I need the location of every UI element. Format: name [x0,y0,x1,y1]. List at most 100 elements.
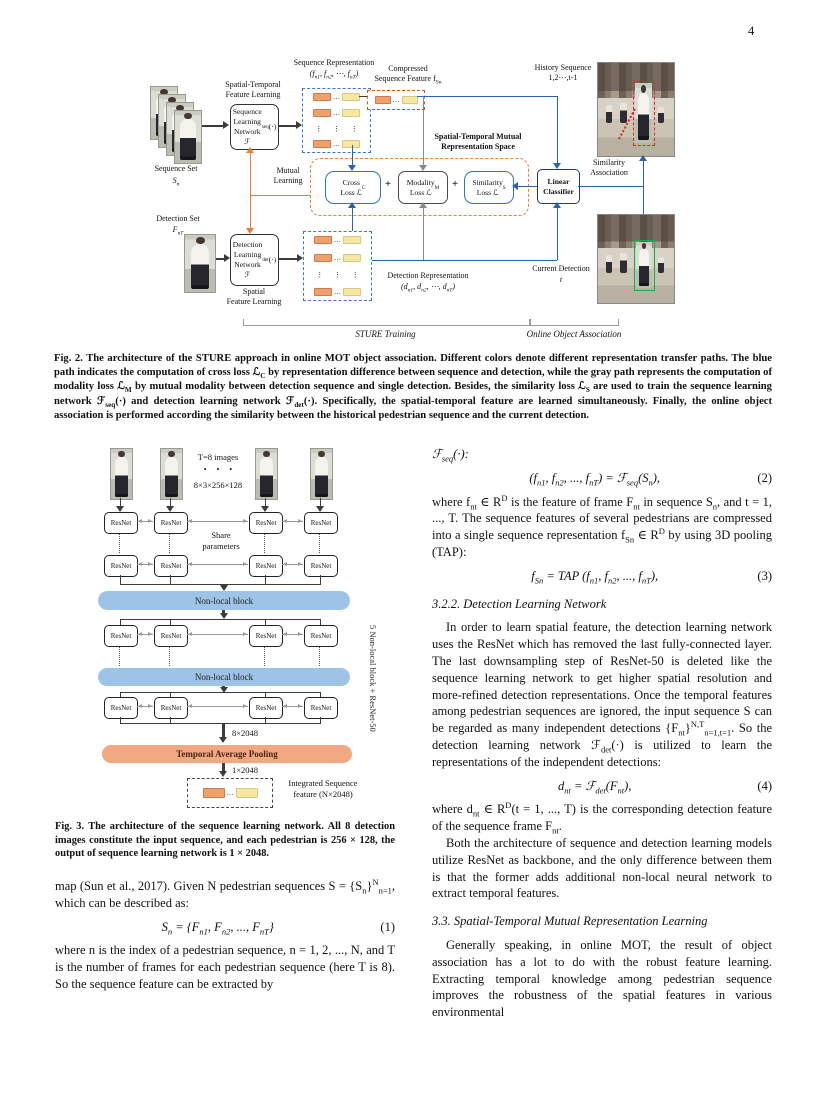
resnet-box: ResNet [154,512,188,534]
arrowhead [419,165,427,171]
resnet-box: ResNet [154,625,188,647]
lead-line: ℱseq(·): [432,447,469,464]
page-number: 4 [748,24,755,38]
share-arrow [187,518,248,523]
share-arrow [282,703,303,708]
gray-path-line [423,207,424,261]
arrowhead [219,737,227,743]
share-arrow [137,703,153,708]
share-arrow [282,631,303,636]
left-column: map (Sun et al., 2017). Given N pedestri… [55,878,395,993]
sequence-representation-symbols: (fn1, fn2, ⋯, fnT) [309,69,359,81]
section-heading-322: 3.2.2. Detection Learning Network [432,596,607,611]
sequence-representation-box: … … ⋮ ⋮ ⋮ … [302,88,371,153]
feature-bars: … [309,254,366,262]
input-frame-image [310,448,333,500]
equation-3: fSn = TAP (fn1, fn2, ..., fnT), (3) [432,568,772,585]
equation-number: (1) [380,919,395,934]
blue-path-line [557,207,558,260]
connector-line [279,258,297,260]
dim-1x2048-label: 1×2048 [232,765,259,775]
vertical-dots: ⋮ ⋮ ⋮ [315,124,358,133]
figure-3-diagram: T=8 images • • • 8×3×256×128 ResNet ResN… [85,448,397,820]
connector-line [216,258,224,260]
blue-path-line [352,207,353,231]
arrowhead [419,202,427,208]
detection-representation-label: Detection Representation [387,271,469,280]
t8-images-label: T=8 images [197,452,239,462]
input-frame-image [110,448,133,500]
representation-space-rect [310,158,529,216]
paragraph: where fnt ∈ RD is the feature of frame F… [432,492,773,559]
paragraph: Both the architecture of sequence and de… [432,835,772,901]
share-arrow [187,703,248,708]
blue-path-line [352,145,353,166]
equation-number: (2) [757,470,772,485]
blue-path-line [557,96,558,165]
resnet-box: ResNet [304,555,338,577]
plus-sign: + [384,178,392,190]
resnet-box: ResNet [154,697,188,719]
arrowhead [316,506,324,512]
sture-training-bracket [243,319,530,326]
arrowhead [296,121,302,129]
dotted-connector [119,534,120,553]
online-association-bracket [530,319,619,326]
detection-representation-symbols: (dn1, dn2, ⋯, dnT) [401,282,455,294]
gray-path-line [423,96,424,166]
equation-number: (4) [757,778,772,793]
arrowhead [246,147,254,153]
blue-path-line [417,96,557,97]
figure-3-caption: Fig. 3. The architecture of the sequence… [55,821,395,860]
blue-path-line [360,260,557,261]
detection-set-symbol: FnT [172,225,184,237]
online-association-label: Online Object Association [526,329,622,339]
arrowhead [116,506,124,512]
share-arrow [282,561,303,566]
integrated-feature-box: … [187,778,273,808]
feature-bars: … [308,139,365,148]
equation-4: dnt = ℱdet(Fnt), (4) [432,778,772,795]
equation-2: (fn1, fn2, ..., fnT) = ℱseq(Sn), (2) [432,470,772,487]
resnet-box: ResNet [249,555,283,577]
history-sequence-photo [597,62,675,157]
nonlocal-block-pill: Non-local block [98,668,350,686]
detection-image [184,234,216,293]
arrowhead [297,254,303,262]
equation-formula: (fn1, fn2, ..., fnT) = ℱseq(Sn), [529,470,661,488]
feature-bars: … [309,236,366,244]
input-frame-image [160,448,183,500]
current-detection-symbol: t [559,275,563,284]
input-dims-label: 8×3×256×128 [193,480,243,490]
connector-line [279,125,296,127]
paragraph: Generally speaking, in online MOT, the r… [432,937,772,1020]
mutual-learning-line [251,195,310,196]
equation-formula: fSn = TAP (fn1, fn2, ..., fnT), [531,568,659,586]
sequence-representation-label: Sequence Representation [293,58,375,67]
vertical-dots: ⋮ ⋮ ⋮ [316,271,359,279]
current-detection-rect [634,240,655,291]
arrowhead [166,506,174,512]
resnet-box: ResNet [104,697,138,719]
paragraph: where dnt ∈ RD(t = 1, ..., T) is the cor… [432,800,773,836]
input-frame-image [255,448,278,500]
equation-formula: dnt = ℱdet(Fnt), [557,778,632,796]
figure-2-caption: Fig. 2. The architecture of the STURE ap… [54,353,773,421]
resnet-box: ResNet [249,512,283,534]
share-arrow [137,561,153,566]
arrowhead [553,202,561,208]
